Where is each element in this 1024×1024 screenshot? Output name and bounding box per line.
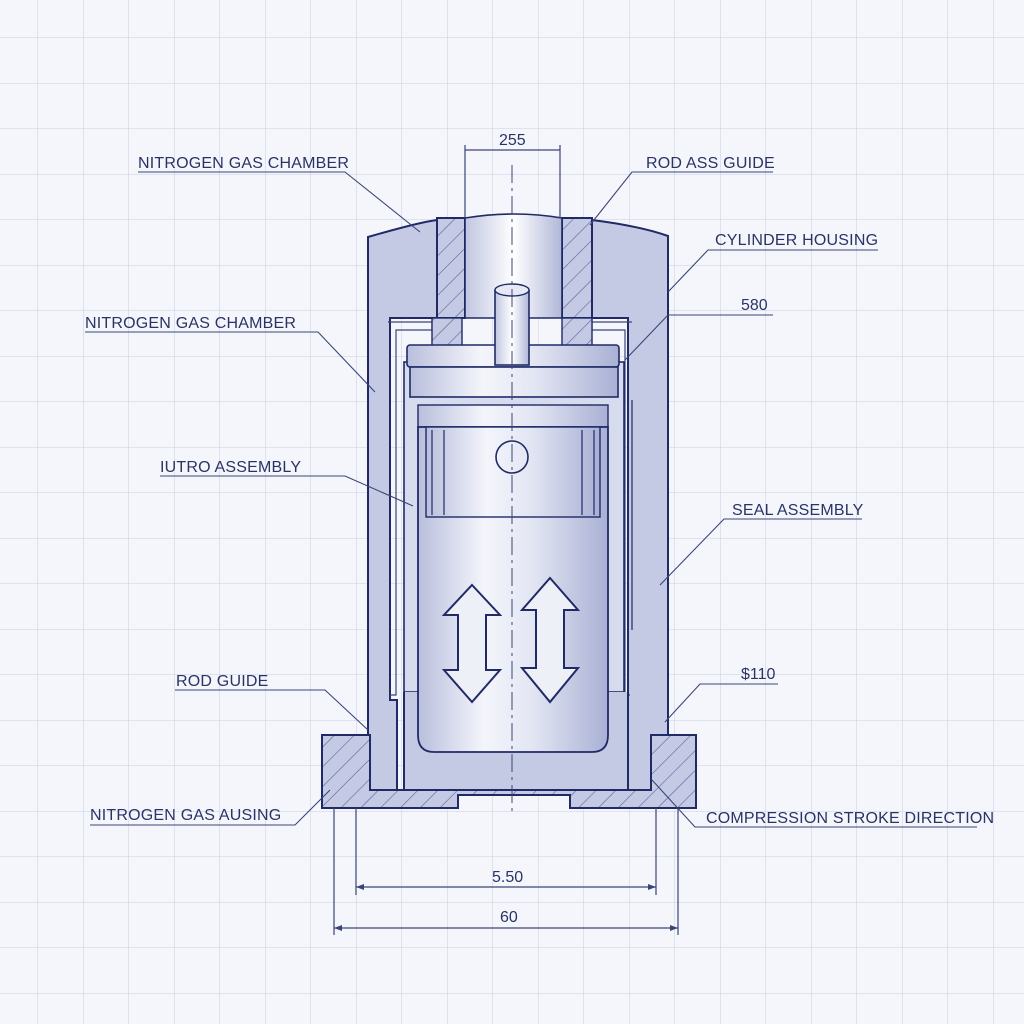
leader-lines [85, 171, 977, 828]
dim-outer-value: 60 [500, 909, 518, 926]
label-cylinder-housing: CYLINDER HOUSING [715, 232, 878, 249]
dimension-bottom: 5.50 60 [333, 808, 679, 935]
dimension-top: 255 [464, 132, 561, 218]
label-nitrogen-gas-chamber-mid: NITROGEN GAS CHAMBER [85, 315, 296, 332]
wrist-pin-icon [495, 440, 529, 474]
piston-ring [417, 404, 609, 428]
piston-body [417, 426, 609, 753]
label-rod-guide: ROD GUIDE [176, 673, 268, 690]
label-iutro-assembly: IUTRO ASSEMBLY [160, 459, 301, 476]
seal-rings [431, 317, 593, 349]
compression-arrows-icon [441, 576, 581, 704]
label-nitrogen-gas-chamber-top: NITROGEN GAS CHAMBER [138, 155, 349, 172]
dim-top-value: 255 [499, 132, 526, 149]
label-seal-assembly: SEAL ASSEMBLY [732, 502, 864, 519]
dim-110-value: $110 [741, 666, 776, 683]
label-nitrogen-gas-ausing: NITROGEN GAS AUSING [90, 807, 281, 824]
dim-580-value: 580 [741, 297, 768, 314]
label-rod-ass-guide: ROD ASS GUIDE [646, 155, 775, 172]
label-compression-stroke-direction: COMPRESSION STROKE DIRECTION [706, 810, 994, 827]
upper-seal-plate [409, 366, 619, 398]
dim-inner-value: 5.50 [492, 869, 523, 886]
